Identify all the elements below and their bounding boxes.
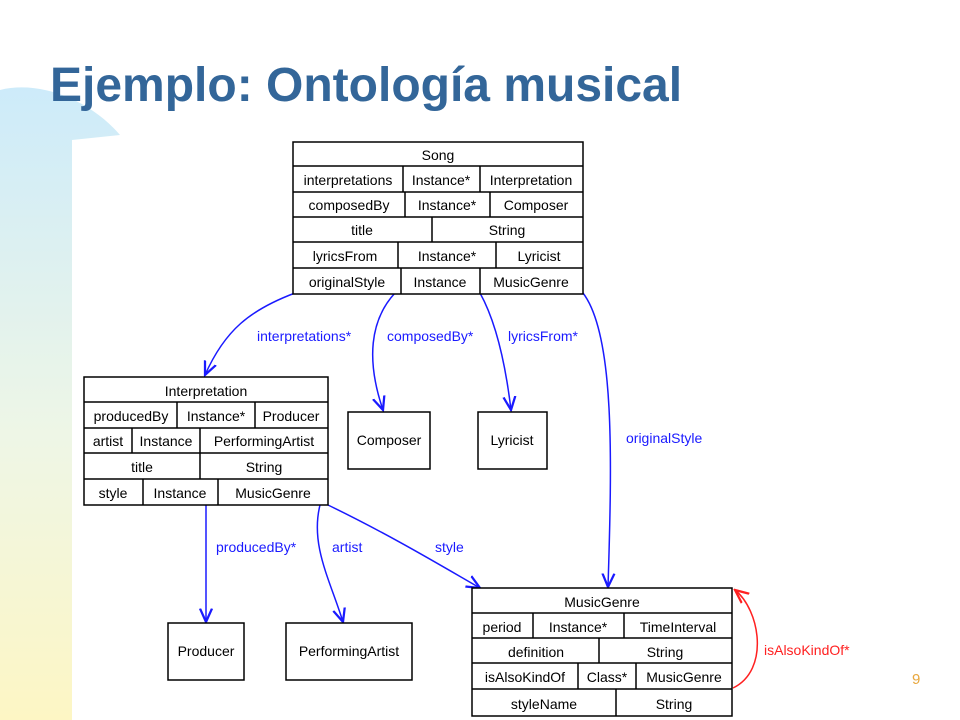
song-cell: Composer [504,197,569,213]
edge-label-interpretations: interpretations* [257,328,352,344]
edge-label-composed-by: composedBy* [387,328,474,344]
edge-is-also-kind-of [732,590,758,689]
interpretation-cell: style [99,485,128,501]
music-genre-cell: definition [508,644,564,660]
song-cell: lyricsFrom [313,248,378,264]
music-genre-cell: Instance* [549,619,608,635]
edge-label-artist: artist [332,539,362,555]
class-music-genre-text: MusicGenre period Instance* TimeInterval… [483,594,722,712]
song-cell: title [351,222,373,238]
song-cell: MusicGenre [493,274,569,290]
song-cell: Instance* [418,197,477,213]
interpretation-cell: Instance* [187,408,246,424]
interpretation-cell: String [246,459,283,475]
class-performing-artist-name: PerformingArtist [299,643,399,659]
song-cell: originalStyle [309,274,385,290]
class-lyricist-name: Lyricist [490,432,533,448]
interpretation-cell: Producer [263,408,320,424]
music-genre-cell: TimeInterval [640,619,717,635]
music-genre-cell: String [647,644,684,660]
class-composer-name: Composer [357,432,422,448]
song-cell: Interpretation [490,172,573,188]
class-producer-name: Producer [178,643,235,659]
music-genre-cell: MusicGenre [646,669,722,685]
class-interpretation-name: Interpretation [165,383,248,399]
interpretation-cell: MusicGenre [235,485,311,501]
class-song [292,141,584,295]
music-genre-cell: period [483,619,522,635]
edge-style [327,504,480,588]
class-music-genre [471,587,733,717]
song-cell: String [489,222,526,238]
edge-artist [316,504,343,622]
interpretation-cell: Instance [140,433,193,449]
song-cell: Instance* [418,248,477,264]
music-genre-cell: String [656,696,693,712]
edge-composed-by [371,292,396,410]
class-music-genre-name: MusicGenre [564,594,640,610]
edge-original-style [582,292,610,587]
interpretation-cell: title [131,459,153,475]
interpretation-cell: PerformingArtist [214,433,314,449]
song-cell: Lyricist [517,248,560,264]
song-cell: interpretations [304,172,393,188]
edge-label-produced-by: producedBy* [216,539,297,555]
class-interpretation-text: Interpretation producedBy Instance* Prod… [93,383,320,501]
edge-label-original-style: originalStyle [626,430,702,446]
class-lyricist: Lyricist [477,411,548,470]
class-song-name: Song [422,147,455,163]
song-cell: composedBy [309,197,390,213]
music-genre-cell: Class* [587,669,628,685]
edge-label-is-also-kind-of: isAlsoKindOf* [764,642,850,658]
class-song-text: Song interpretations Instance* Interpret… [304,147,573,290]
class-producer: Producer [167,622,245,681]
edge-label-style: style [435,539,464,555]
interpretation-cell: artist [93,433,123,449]
interpretation-cell: producedBy [94,408,169,424]
edge-interpretations [205,292,296,375]
edge-lyrics-from [479,292,511,410]
edge-label-lyrics-from: lyricsFrom* [508,328,579,344]
interpretation-cell: Instance [154,485,207,501]
music-genre-cell: styleName [511,696,577,712]
class-performing-artist: PerformingArtist [285,622,413,681]
class-interpretation [83,376,329,506]
background-decor-shape [0,87,120,720]
song-cell: Instance [414,274,467,290]
edges [205,292,610,622]
slide-title: Ejemplo: Ontología musical [50,59,683,112]
class-composer: Composer [347,411,431,470]
page-number: 9 [912,671,921,688]
music-genre-cell: isAlsoKindOf [485,669,565,685]
song-cell: Instance* [412,172,471,188]
